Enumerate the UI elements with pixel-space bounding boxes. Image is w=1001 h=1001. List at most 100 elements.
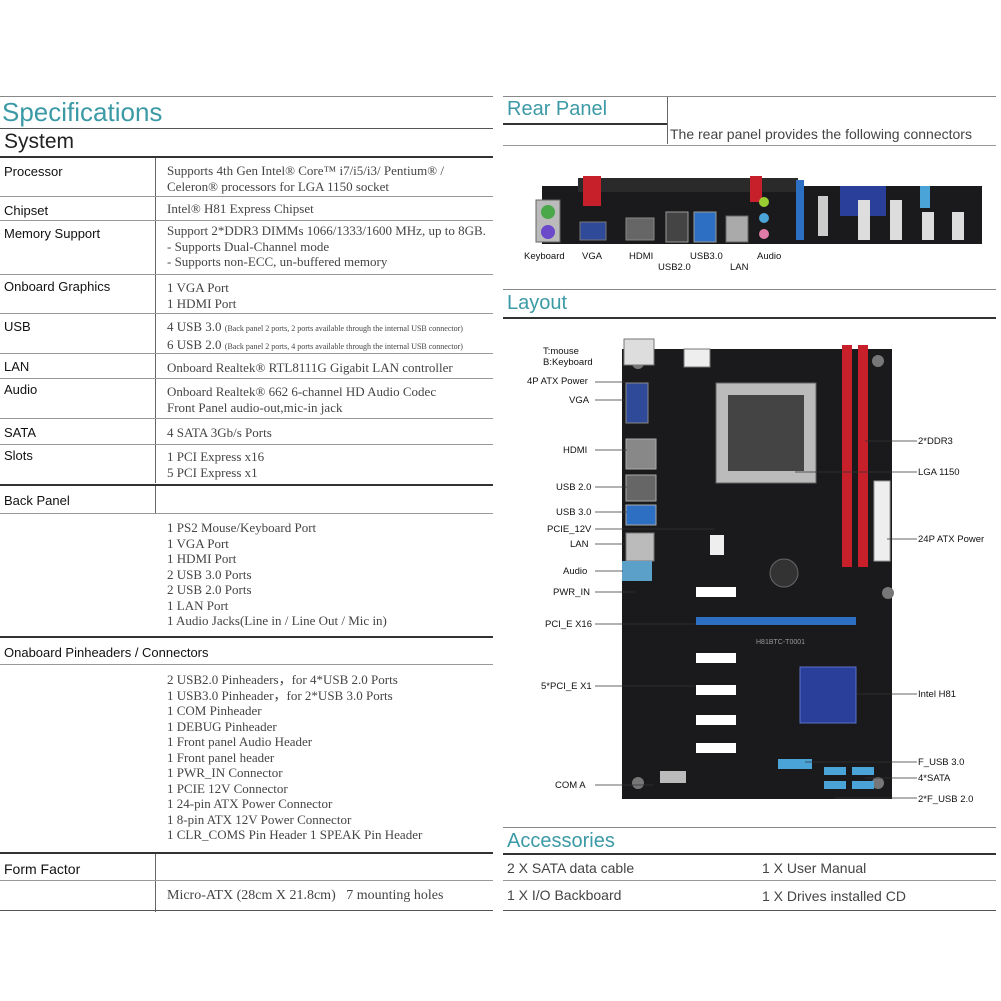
spec-label-audio: Audio <box>4 382 38 397</box>
divider <box>503 853 996 855</box>
board-model-label: H81BTC-T0001 <box>756 639 806 646</box>
divider <box>0 274 493 275</box>
layout-label-hdmi: HDMI <box>563 445 588 456</box>
h81-chipset-heatsink <box>799 666 857 724</box>
sata-port <box>824 767 846 775</box>
layout-label-pcie1: 5*PCI_E X1 <box>541 681 592 692</box>
column-divider <box>155 852 156 912</box>
usb-header <box>920 186 930 208</box>
sata-port <box>824 781 846 789</box>
divider <box>0 378 493 379</box>
layout-label-vga: VGA <box>569 395 590 406</box>
pcie-x1-slot <box>696 715 736 725</box>
audio-jack <box>759 229 769 239</box>
rear-red-clip <box>583 176 601 206</box>
layout-label-lan: LAN <box>570 539 589 550</box>
layout-label-ddr3: 2*DDR3 <box>918 436 953 447</box>
usb30-connector <box>625 504 657 526</box>
rear-label-lan: LAN <box>730 262 749 273</box>
column-divider <box>155 486 156 514</box>
divider <box>503 145 996 146</box>
accessory-item: 1 X User Manual <box>762 860 867 876</box>
divider <box>503 317 996 319</box>
ps2-connector <box>623 338 655 366</box>
divider <box>503 96 996 97</box>
sata-port <box>852 767 874 775</box>
divider <box>0 196 493 197</box>
divider <box>0 636 493 638</box>
atx-4p-connector <box>683 348 711 368</box>
layout-label-atx4p: 4P ATX Power <box>527 376 588 387</box>
layout-label-fusb30: F_USB 3.0 <box>918 757 965 768</box>
spec-label-graphics: Onboard Graphics <box>4 279 111 294</box>
layout-title: Layout <box>507 292 568 314</box>
spec-value-audio: Onboard Realtek® 662 6-channel HD Audio … <box>167 384 437 415</box>
audio-jack <box>759 197 769 207</box>
spec-label-lan: LAN <box>4 359 30 374</box>
spec-value-processor: Supports 4th Gen Intel® Core™ i7/i5/i3/ … <box>167 163 444 194</box>
spec-label-memory: Memory Support <box>4 226 101 241</box>
divider <box>0 353 493 354</box>
pcie-slot <box>922 212 934 240</box>
layout-label-pwrin: PWR_IN <box>553 587 590 598</box>
divider <box>0 910 493 911</box>
divider <box>503 910 996 911</box>
dimm-slot-1 <box>842 345 852 567</box>
layout-label-mouse: T:mouse <box>543 346 579 357</box>
spec-label-back-panel: Back Panel <box>4 493 70 508</box>
pcie-slot <box>890 200 902 240</box>
accessory-item: 1 X Drives installed CD <box>762 888 906 904</box>
column-divider <box>155 158 156 483</box>
spec-label-sata: SATA <box>4 425 37 440</box>
layout-label-audio: Audio <box>563 566 588 577</box>
accessory-item: 2 X SATA data cable <box>507 860 635 876</box>
cmos-battery <box>769 558 799 588</box>
rear-label-hdmi: HDMI <box>629 251 654 262</box>
pcie-x16-slot <box>696 617 856 625</box>
layout-label-usb30: USB 3.0 <box>556 507 592 518</box>
divider <box>503 289 996 290</box>
divider <box>503 827 996 828</box>
com-header <box>660 771 686 783</box>
column-divider <box>667 97 668 144</box>
accessory-item: 1 X I/O Backboard <box>507 887 622 903</box>
divider <box>0 880 493 881</box>
usb30-port <box>693 211 717 243</box>
pcie-slot <box>818 196 828 236</box>
spec-value-usb: 4 USB 3.0 (Back panel 2 ports, 2 ports a… <box>167 319 463 352</box>
pcie-x1-slot <box>696 743 736 753</box>
pcie-x1-slot <box>696 653 736 663</box>
layout-label-usb20: USB 2.0 <box>556 482 592 493</box>
system-title: System <box>4 130 75 153</box>
specifications-title: Specifications <box>2 97 163 127</box>
divider <box>0 156 493 158</box>
rear-heatsink-area <box>578 178 798 192</box>
audio-connector <box>622 561 652 581</box>
ps2-keyboard-connector <box>541 225 555 239</box>
audio-jack <box>759 213 769 223</box>
divider <box>503 880 996 881</box>
spec-value-back-panel: 1 PS2 Mouse/Keyboard Port 1 VGA Port 1 H… <box>167 520 387 628</box>
divider <box>0 444 493 445</box>
divider <box>0 852 493 854</box>
divider <box>0 96 493 97</box>
mounting-hole <box>872 355 884 367</box>
divider <box>0 128 493 129</box>
sata-port <box>852 781 874 789</box>
pcie-slot <box>952 212 964 240</box>
vga-port <box>579 221 607 241</box>
usb20-port <box>665 211 689 243</box>
lan-port <box>725 215 749 243</box>
rear-panel-image <box>535 176 982 244</box>
pcie-x1-slot <box>696 587 736 597</box>
layout-label-atx24p: 24P ATX Power <box>918 534 985 545</box>
mounting-hole <box>632 777 644 789</box>
spec-label-processor: Processor <box>4 164 63 179</box>
cpu-area <box>728 395 804 471</box>
accessories-title: Accessories <box>507 830 615 852</box>
usb20-connector <box>625 474 657 502</box>
spec-value-lan: Onboard Realtek® RTL8111G Gigabit LAN co… <box>167 360 453 375</box>
rear-label-keyboard: Keyboard <box>524 251 565 262</box>
vga-connector <box>625 382 649 424</box>
pcie-slot <box>796 180 804 240</box>
